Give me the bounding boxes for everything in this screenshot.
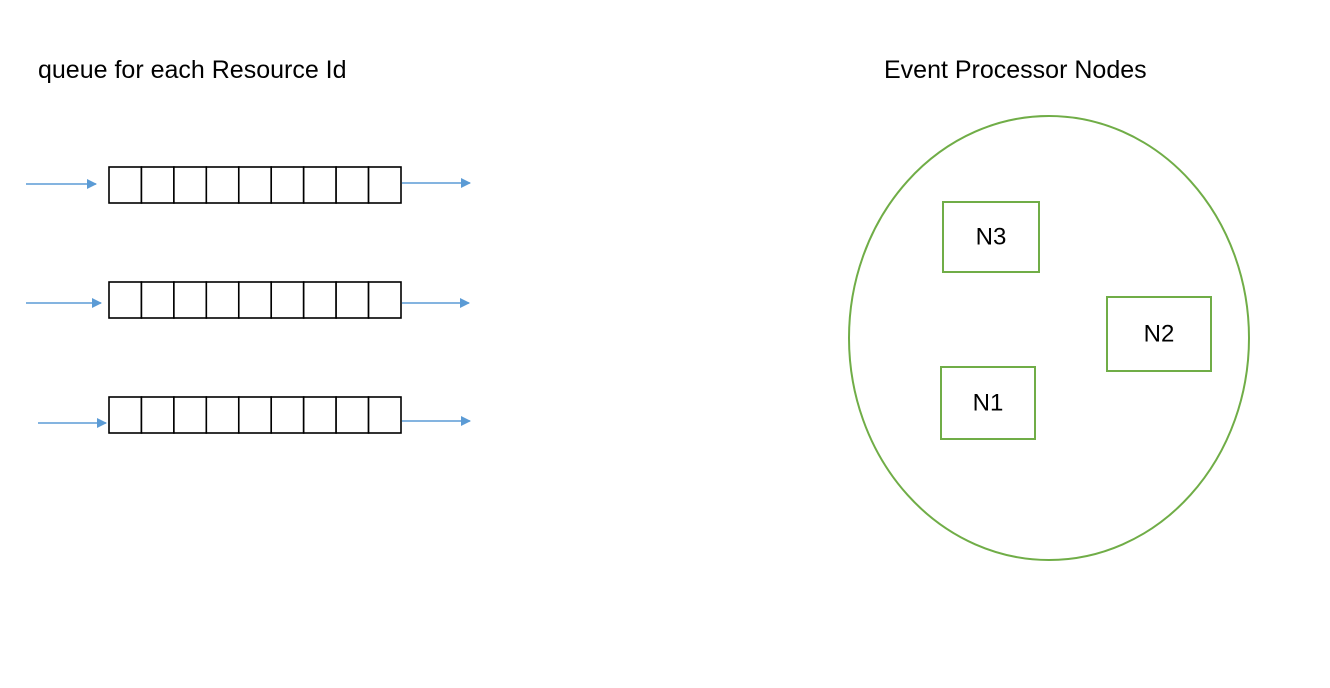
node-n2-box (1106, 296, 1212, 372)
queue-2-slot-4 (205, 281, 240, 319)
queues-title: queue for each Resource Id (38, 56, 347, 84)
queue-2 (26, 281, 470, 319)
queue-1-slot-6 (270, 166, 305, 204)
queue-3-slot-9 (367, 396, 402, 434)
node-n1-box (940, 366, 1036, 440)
queue-2-slot-9 (367, 281, 402, 319)
queue-1-slot-9 (367, 166, 402, 204)
queue-3-slot-6 (270, 396, 305, 434)
queue-3-slot-3 (173, 396, 208, 434)
node-n3: N3 (942, 201, 1040, 273)
queue-1-slot-7 (302, 166, 337, 204)
queue-3-slots (108, 396, 402, 434)
processor-cluster-ellipse (848, 115, 1250, 561)
queue-3-slot-5 (237, 396, 273, 434)
nodes-title: Event Processor Nodes (884, 56, 1147, 84)
queue-3-slot-1 (108, 396, 143, 434)
node-n3-box (942, 201, 1040, 273)
queue-3-slot-8 (335, 396, 370, 434)
queue-2-slot-7 (302, 281, 337, 319)
queue-1-slot-3 (173, 166, 208, 204)
queue-2-slot-8 (335, 281, 370, 319)
node-n2: N2 (1106, 296, 1212, 372)
queue-3-slot-7 (302, 396, 337, 434)
queue-1-slot-8 (335, 166, 370, 204)
queue-1-slot-5 (237, 166, 273, 204)
queue-2-slot-3 (173, 281, 208, 319)
queue-1-slot-4 (205, 166, 240, 204)
queue-2-slot-2 (140, 281, 175, 319)
queue-1 (26, 166, 471, 204)
node-n3-label: N3 (976, 224, 1007, 251)
queue-3 (38, 396, 471, 434)
node-n1: N1 (940, 366, 1036, 440)
queue-3-slot-2 (140, 396, 175, 434)
queue-1-slot-1 (108, 166, 143, 204)
queue-1-slot-2 (140, 166, 175, 204)
queue-1-slots (108, 166, 402, 204)
queue-2-slot-1 (108, 281, 143, 319)
queue-2-slot-5 (237, 281, 273, 319)
queue-3-slot-4 (205, 396, 240, 434)
queue-2-slots (108, 281, 402, 319)
node-n2-label: N2 (1144, 321, 1175, 348)
node-n1-label: N1 (973, 390, 1004, 417)
queue-2-slot-6 (270, 281, 305, 319)
